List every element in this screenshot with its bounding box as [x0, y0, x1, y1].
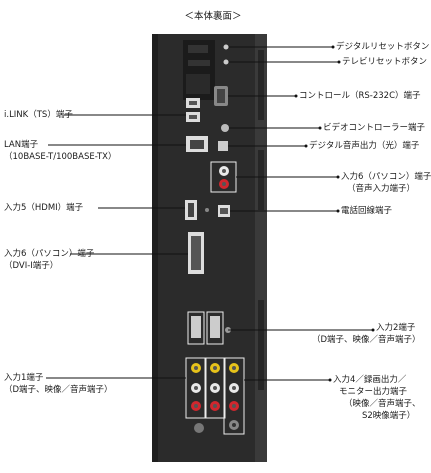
input2-rca-jacks[interactable] — [204, 357, 226, 419]
video-controller-jack[interactable] — [221, 124, 229, 132]
label-input6-audio: 入力6（パソコン）端子 — [341, 172, 431, 182]
label-input5: 入力5（HDMI）端子 — [4, 203, 84, 213]
label-digital-reset: デジタルリセットボタン — [336, 42, 430, 52]
input4-jacks[interactable] — [223, 357, 245, 435]
label-input4-line3: （映像／音声端子、 — [344, 399, 421, 409]
phone-line-port[interactable] — [218, 205, 230, 217]
label-input1-sub: （D端子、映像／音声端子） — [4, 385, 113, 395]
leader-lines — [46, 46, 373, 381]
input1-rca-jacks[interactable] — [185, 357, 207, 419]
d-terminal-ports[interactable] — [187, 311, 224, 345]
label-video-controller: ビデオコントローラー端子 — [323, 123, 426, 133]
label-input1: 入力1端子 — [4, 373, 44, 383]
rs232c-connector[interactable] — [214, 86, 228, 106]
label-input4-line2: モニター出力端子 — [339, 387, 408, 397]
label-input6-dvi-sub: （DVI-I端子） — [4, 261, 59, 271]
label-phone-line: 電話回線端子 — [341, 206, 393, 216]
label-input6-dvi: 入力6（パソコン）端子 — [4, 249, 95, 259]
hdmi-port[interactable] — [185, 200, 197, 220]
label-optical-out: デジタル音声出力（光）端子 — [309, 141, 420, 151]
label-ilink: i.LINK（TS）端子 — [4, 110, 73, 120]
tv-reset-button[interactable] — [223, 59, 229, 65]
lan-port[interactable] — [186, 136, 208, 152]
label-lan-sub: （10BASE-T/100BASE-TX） — [4, 152, 117, 162]
digital-reset-button[interactable] — [223, 44, 229, 50]
label-input4: 入力4／録画出力／ — [333, 375, 407, 385]
label-tv-reset: テレビリセットボタン — [342, 57, 428, 67]
label-input4-line4: S2映像端子） — [362, 411, 416, 421]
label-input2-sub: （D端子、映像／音声端子） — [312, 335, 421, 345]
ilink-ports[interactable] — [186, 98, 200, 122]
tv-rear-panel — [152, 34, 267, 462]
diagram-title: ＜本体裏面＞ — [184, 11, 242, 22]
label-lan: LAN端子 — [4, 140, 39, 150]
optical-out-port[interactable] — [218, 141, 228, 151]
label-control-port: コントロール（RS-232C）端子 — [299, 91, 421, 101]
label-input2: 入力2端子 — [376, 323, 416, 333]
label-input6-audio-sub: （音声入力端子） — [347, 184, 416, 194]
dvi-port[interactable] — [188, 232, 204, 274]
